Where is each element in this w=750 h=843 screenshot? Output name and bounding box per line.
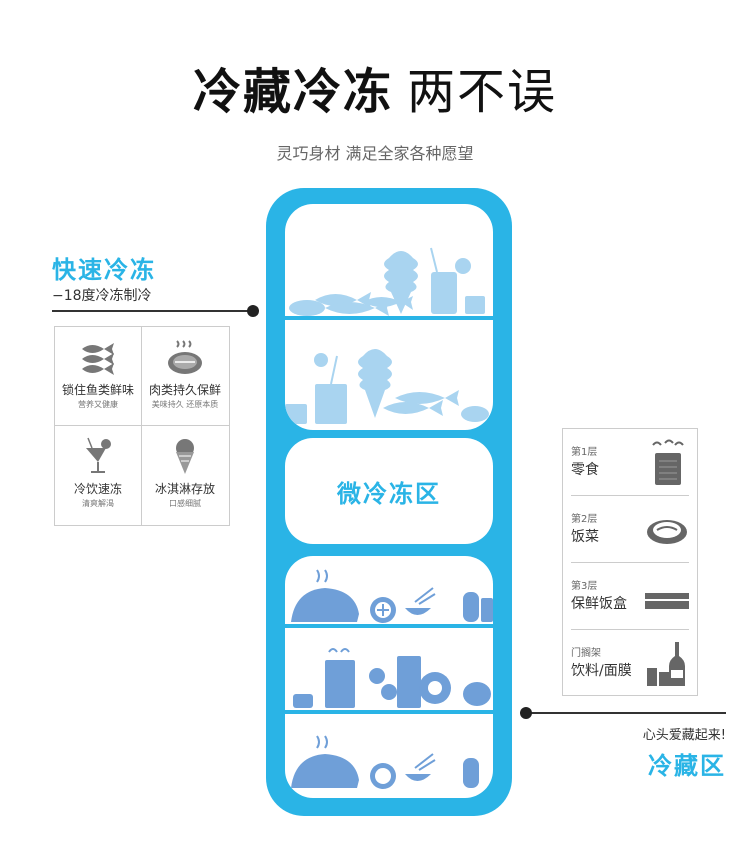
shelf-row: 第3层 保鲜饭盒	[563, 563, 697, 629]
fridge-shelf	[285, 710, 493, 714]
divider	[571, 562, 689, 563]
bottles-icon	[647, 642, 685, 686]
freezer-label: 快速冷冻	[52, 256, 156, 284]
shelf-name: 饭菜	[571, 529, 599, 545]
shelf-level: 第1层	[571, 447, 598, 458]
shelf-level: 第2层	[571, 514, 598, 525]
fridge-shelf-box: 第1层 零食 第2层 饭菜 第3层 保鲜饭盒 门搁架 饮料/面膜	[562, 428, 698, 696]
freezer-pointer-line	[52, 310, 252, 312]
freezer-pointer-dot	[247, 305, 259, 317]
divider	[571, 495, 689, 496]
fridge-sub: 心头爱藏起来!	[642, 728, 726, 743]
shelf-level: 门搁架	[571, 648, 601, 659]
shelf-name: 饮料/面膜	[571, 663, 632, 679]
freezer-food-illustration	[285, 247, 493, 424]
cocktail-icon	[86, 437, 111, 473]
fridge-body: 微冷冻区	[266, 188, 512, 816]
feature-icecream: 冰淇淋存放 口感细腻	[142, 426, 228, 524]
feature-meat: 肉类持久保鲜 美味持久 还原本质	[142, 327, 228, 425]
fridge-pointer-line	[530, 712, 726, 714]
fridge-label: 冷藏区	[648, 752, 726, 780]
fridge-shelf	[285, 624, 493, 628]
title-main: 冷藏冷冻	[192, 64, 393, 120]
divider	[571, 629, 689, 630]
lunchbox-icon	[645, 593, 689, 609]
fridge-compartment	[285, 556, 493, 798]
shelf-row: 第1层 零食	[563, 429, 697, 495]
feature-name: 锁住鱼类鲜味	[61, 383, 134, 397]
shelf-row: 门搁架 饮料/面膜	[563, 630, 697, 696]
dish-icon	[647, 520, 687, 544]
steak-icon	[168, 340, 202, 374]
page-title: 冷藏冷冻两不误	[0, 52, 750, 122]
freezer-compartment	[285, 204, 493, 430]
page-subtitle: 灵巧身材 满足全家各种愿望	[276, 144, 474, 163]
micro-zone-label: 微冷冻区	[337, 479, 441, 508]
fridge-food-illustration	[285, 569, 493, 789]
shelf-level: 第3层	[571, 581, 598, 592]
feature-name: 肉类持久保鲜	[148, 383, 221, 397]
shelf-row: 第2层 饭菜	[563, 496, 697, 562]
title-tail: 两不误	[407, 64, 558, 120]
feature-fish: 锁住鱼类鲜味 营养又健康	[55, 327, 141, 425]
feature-name: 冰淇淋存放	[154, 482, 215, 496]
fish-icon	[82, 343, 114, 375]
snack-bag-icon	[652, 439, 684, 485]
feature-drinks: 冷饮速冻 清爽解渴	[55, 426, 141, 524]
divider	[55, 425, 229, 426]
shelf-name: 零食	[571, 462, 599, 478]
ice-cream-icon	[176, 439, 194, 474]
feature-sub: 口感细腻	[169, 499, 201, 508]
fridge-pointer-dot	[520, 707, 532, 719]
freezer-feature-box: 锁住鱼类鲜味 营养又健康 肉类持久保鲜 美味持久 还原本质 冷饮速冻 清爽解渴 …	[54, 326, 230, 526]
freezer-sub: −18度冷冻制冷	[52, 288, 152, 304]
freezer-shelf	[285, 316, 493, 320]
micro-freeze-compartment: 微冷冻区	[285, 438, 493, 544]
divider	[141, 327, 142, 525]
shelf-name: 保鲜饭盒	[571, 596, 627, 612]
feature-sub: 营养又健康	[78, 400, 118, 409]
feature-name: 冷饮速冻	[73, 482, 122, 496]
feature-sub: 美味持久 还原本质	[151, 400, 219, 409]
feature-sub: 清爽解渴	[82, 499, 114, 508]
